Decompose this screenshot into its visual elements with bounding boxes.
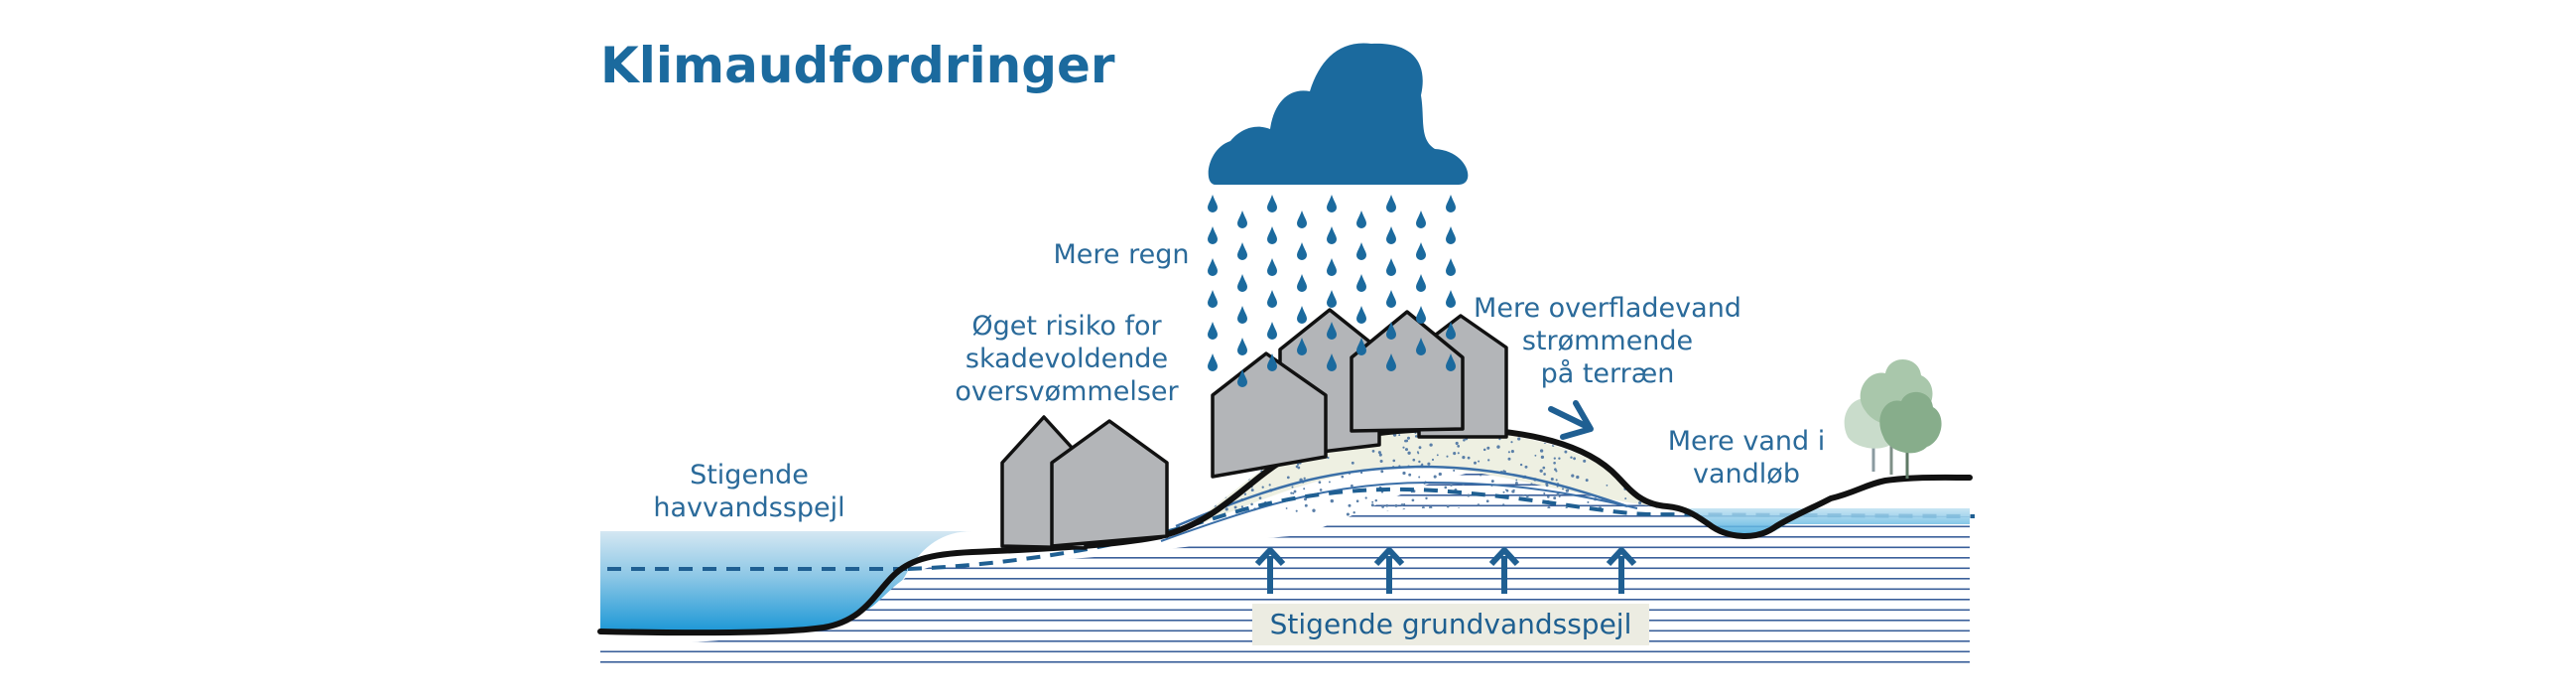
raindrop-icon bbox=[1267, 353, 1277, 372]
raindrop-icon bbox=[1208, 322, 1218, 340]
raindrop-icon bbox=[1297, 242, 1307, 260]
raindrop-icon bbox=[1356, 242, 1366, 260]
raindrop-icon bbox=[1416, 210, 1426, 228]
raindrop-icon bbox=[1386, 226, 1396, 244]
raindrop-icon bbox=[1356, 210, 1366, 228]
raindrop-icon bbox=[1267, 290, 1277, 309]
label-surface-water: Mere overfladevand strømmende på terræn bbox=[1459, 292, 1756, 390]
raindrop-icon bbox=[1297, 210, 1307, 228]
raindrop-icon bbox=[1327, 195, 1337, 212]
raindrop-icon bbox=[1208, 226, 1218, 244]
label-stream-water-line-2: vandløb bbox=[1693, 459, 1800, 489]
label-sea-level-line-1: Stigende bbox=[690, 460, 809, 490]
raindrop-icon bbox=[1446, 195, 1456, 212]
raindrop-icon bbox=[1327, 322, 1337, 340]
rain bbox=[1208, 195, 1456, 387]
raindrop-icon bbox=[1327, 258, 1337, 276]
tree-icon bbox=[1879, 391, 1942, 479]
groundwater-arrows bbox=[1254, 547, 1637, 594]
raindrop-icon bbox=[1237, 274, 1247, 292]
raindrop-icon bbox=[1356, 338, 1366, 355]
raindrop-icon bbox=[1237, 369, 1247, 387]
raindrop-icon bbox=[1386, 195, 1396, 212]
cloud-icon bbox=[1208, 43, 1469, 186]
raindrop-icon bbox=[1446, 290, 1456, 308]
stream-water bbox=[1677, 508, 1970, 538]
raindrop-icon bbox=[1208, 258, 1218, 276]
raindrop-icon bbox=[1208, 353, 1218, 371]
raindrop-icon bbox=[1237, 306, 1247, 324]
label-flood-risk-line-2: skadevoldende bbox=[965, 344, 1169, 374]
raindrop-icon bbox=[1386, 258, 1396, 276]
raindrop-icon bbox=[1386, 322, 1396, 340]
raindrop-icon bbox=[1416, 274, 1426, 292]
label-surface-water-line-2: strømmende bbox=[1521, 326, 1694, 356]
label-flood-risk: Øget risiko for skadevoldende oversvømme… bbox=[943, 310, 1191, 408]
raindrop-icon bbox=[1297, 306, 1307, 324]
label-flood-risk-line-1: Øget risiko for bbox=[971, 311, 1162, 342]
raindrop-icon bbox=[1386, 353, 1396, 371]
raindrop-icon bbox=[1446, 353, 1456, 371]
label-groundwater: Stigende grundvandsspejl bbox=[1252, 604, 1649, 645]
raindrop-icon bbox=[1327, 290, 1337, 308]
label-flood-risk-line-3: oversvømmelser bbox=[955, 376, 1179, 407]
house-icon bbox=[1050, 419, 1169, 548]
raindrop-icon bbox=[1267, 258, 1277, 277]
page-title: Klimaudfordringer bbox=[600, 37, 1115, 94]
raindrop-icon bbox=[1297, 274, 1307, 292]
aquifer-curve-2 bbox=[1160, 481, 1638, 542]
label-surface-water-line-1: Mere overfladevand bbox=[1474, 293, 1741, 324]
raindrop-icon bbox=[1327, 226, 1337, 244]
aquifer-curve-1 bbox=[1175, 465, 1628, 528]
label-surface-water-line-3: på terræn bbox=[1540, 358, 1675, 389]
label-more-rain: Mere regn bbox=[1032, 238, 1211, 271]
label-stream-water: Mere vand i vandløb bbox=[1647, 425, 1846, 490]
raindrop-icon bbox=[1208, 290, 1218, 308]
arrow-up-icon bbox=[1373, 547, 1405, 594]
raindrop-icon bbox=[1267, 322, 1277, 341]
raindrop-icon bbox=[1356, 306, 1366, 324]
label-stream-water-line-1: Mere vand i bbox=[1667, 426, 1826, 457]
raindrop-icon bbox=[1416, 242, 1426, 260]
raindrop-icon bbox=[1446, 258, 1456, 276]
raindrop-icon bbox=[1237, 338, 1247, 355]
raindrop-icon bbox=[1327, 353, 1337, 371]
house-icon bbox=[1350, 310, 1465, 433]
raindrop-icon bbox=[1416, 338, 1426, 355]
raindrop-icon bbox=[1208, 195, 1218, 212]
arrow-up-icon bbox=[1254, 547, 1286, 594]
raindrop-icon bbox=[1356, 274, 1366, 292]
raindrop-icon bbox=[1386, 290, 1396, 308]
arrow-up-icon bbox=[1488, 547, 1520, 594]
raindrop-icon bbox=[1267, 195, 1277, 213]
raindrop-icon bbox=[1446, 322, 1456, 340]
raindrop-icon bbox=[1416, 306, 1426, 324]
groundwater-dashed-line bbox=[907, 487, 1976, 571]
label-more-rain-text: Mere regn bbox=[1053, 239, 1190, 270]
label-sea-level-line-2: havvandsspejl bbox=[653, 492, 845, 523]
raindrop-icon bbox=[1237, 210, 1247, 228]
label-sea-level: Stigende havvandsspejl bbox=[635, 459, 863, 524]
raindrop-icon bbox=[1297, 338, 1307, 355]
raindrop-icon bbox=[1446, 226, 1456, 244]
arrow-right-icon bbox=[1548, 400, 1594, 440]
arrow-up-icon bbox=[1606, 547, 1637, 594]
raindrop-icon bbox=[1237, 242, 1247, 260]
sea-water bbox=[600, 531, 972, 632]
raindrop-icon bbox=[1267, 226, 1277, 245]
